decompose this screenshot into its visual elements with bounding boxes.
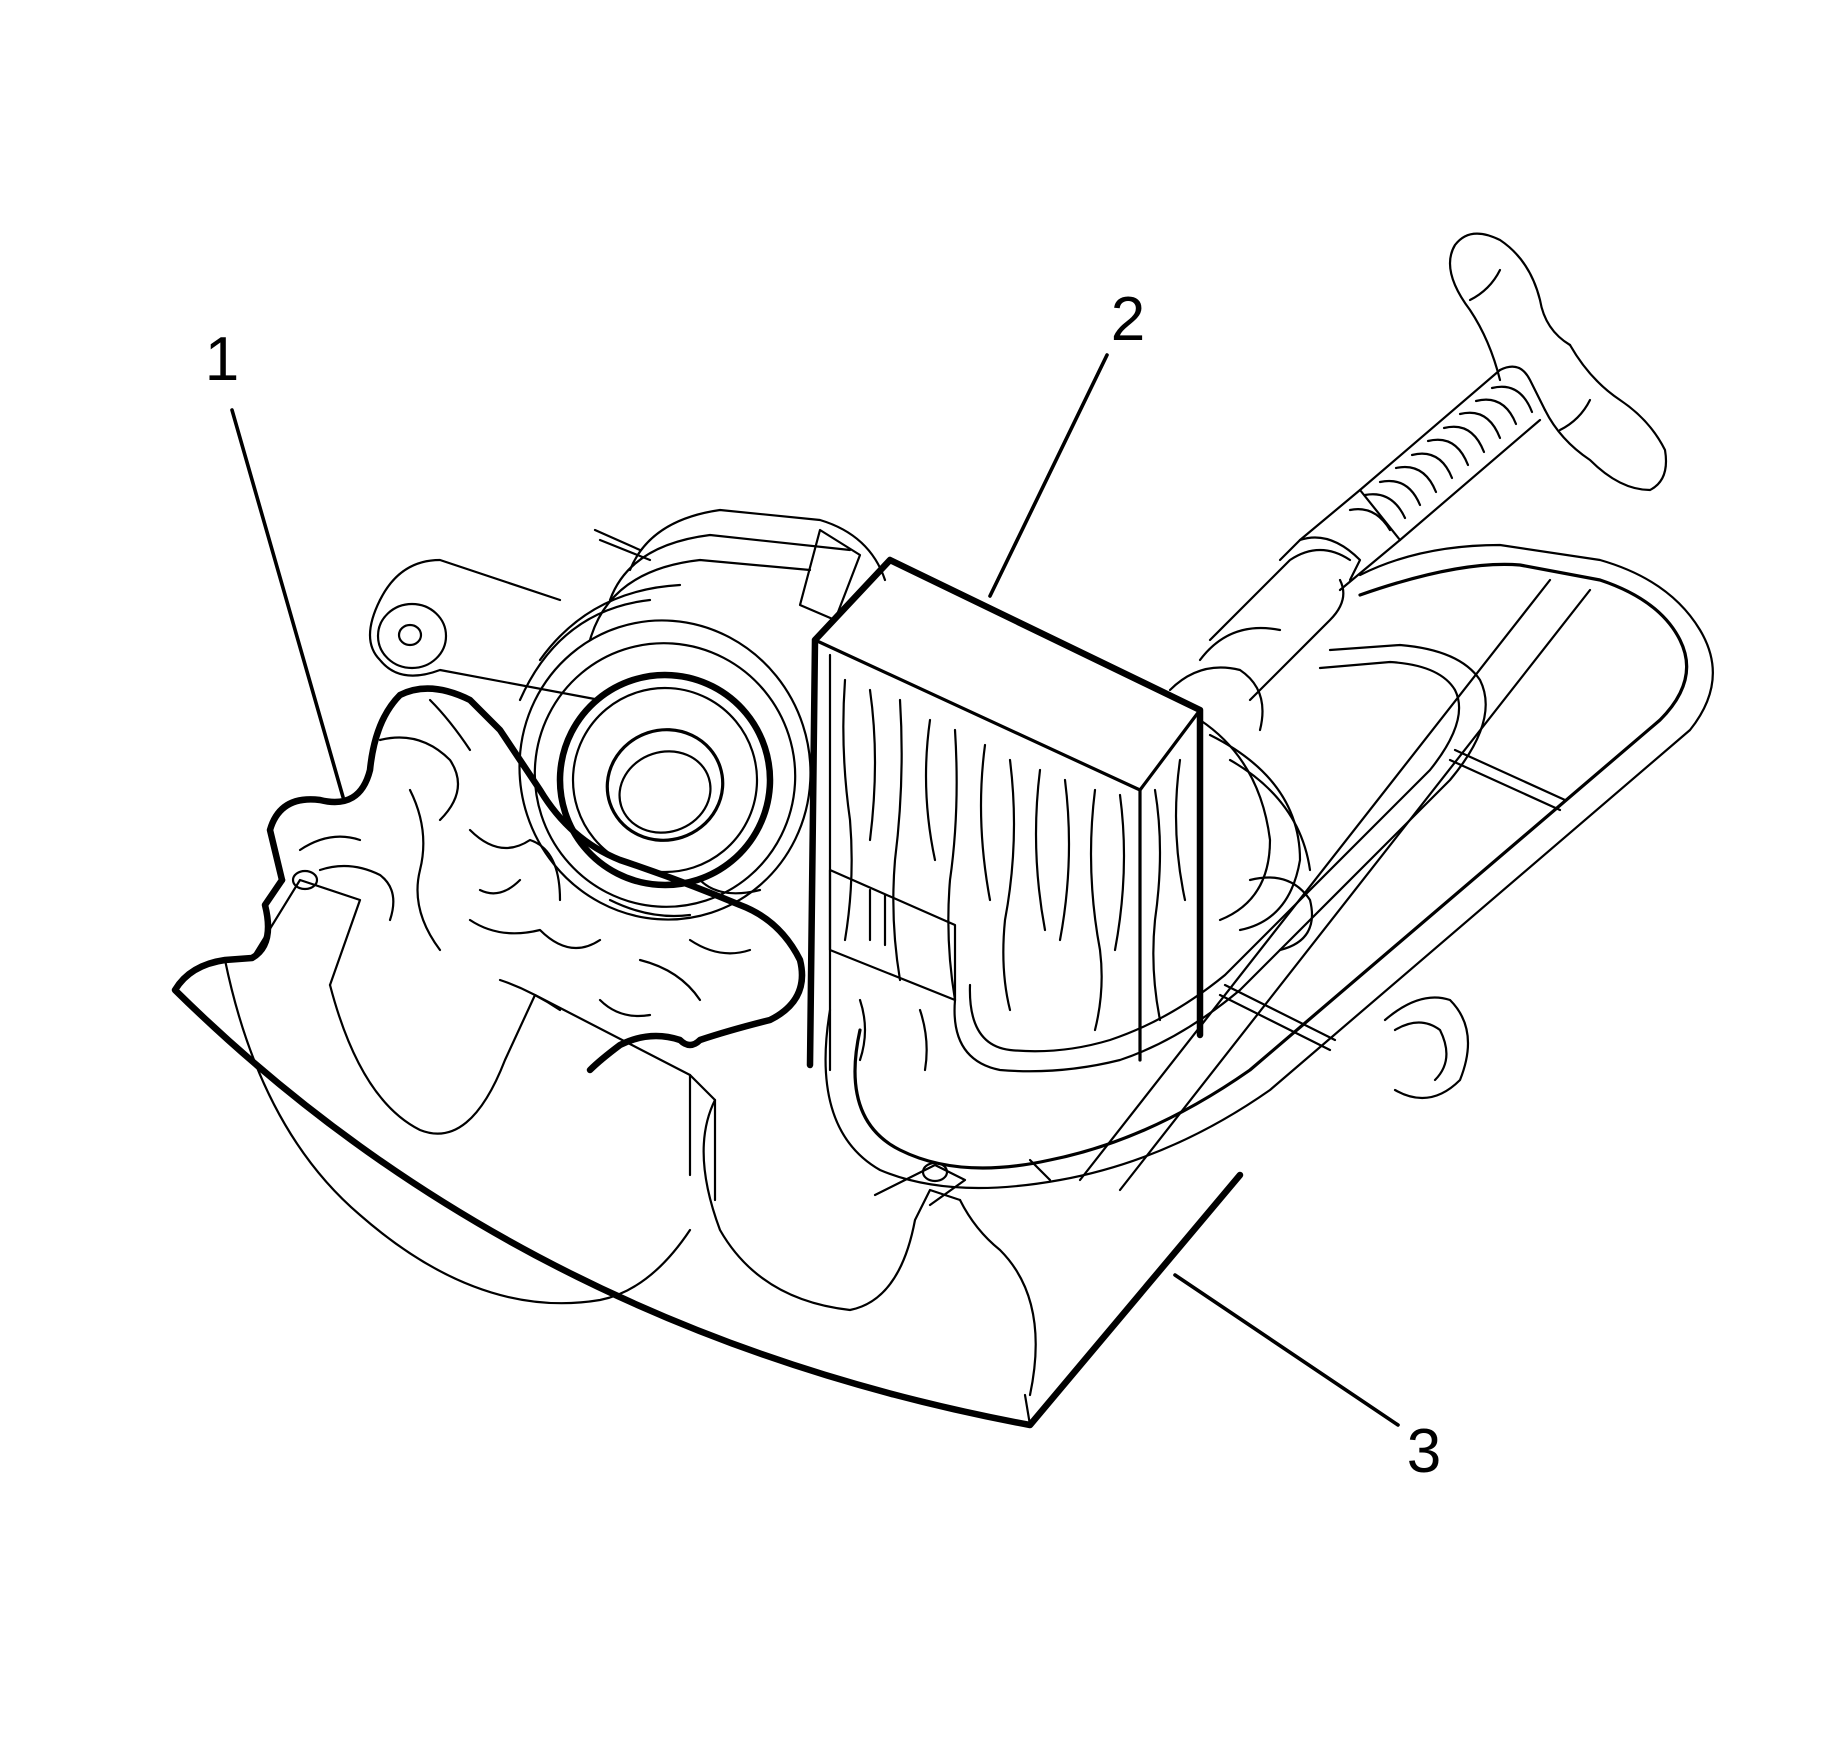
leader-line-3	[1173, 1273, 1400, 1427]
caliper-body	[171, 558, 1592, 1429]
callout-1: 1	[205, 325, 239, 394]
wooden-block	[806, 556, 1204, 1072]
c-clamp	[824, 232, 1714, 1190]
caliper-piston	[518, 508, 887, 921]
shop-rag	[266, 685, 806, 1074]
leader-line-2	[988, 353, 1109, 598]
callout-labels: 1 2 3	[205, 285, 1441, 1486]
callout-2: 2	[1111, 285, 1145, 354]
leader-lines	[230, 353, 1400, 1427]
callout-3: 3	[1407, 1417, 1441, 1486]
leader-line-1	[230, 408, 345, 799]
